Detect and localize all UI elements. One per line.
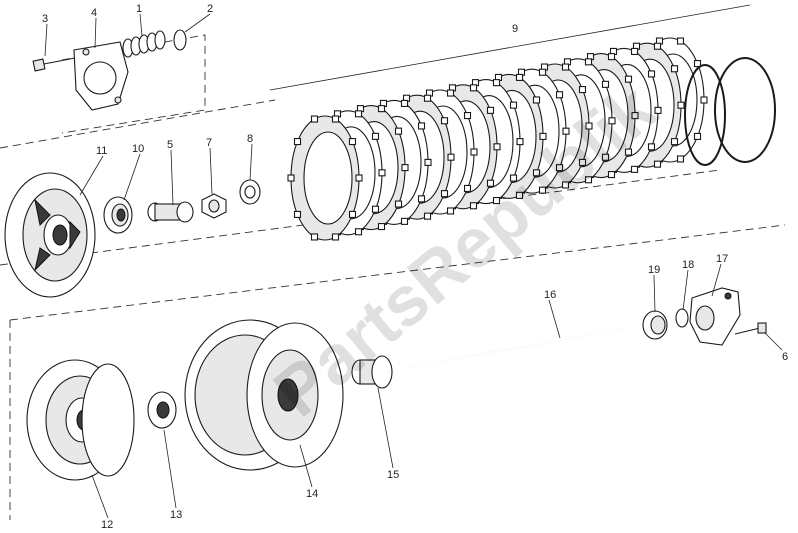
wire-ring	[684, 64, 726, 166]
callout-7: 7	[206, 137, 212, 149]
callout-15: 15	[387, 469, 399, 481]
bushing-part-15	[351, 355, 393, 389]
bolt-part-3	[32, 56, 81, 72]
callout-labels: 1 2 3 4 5 7 8 9 10 11 12 13 14 15 16 17 …	[42, 3, 788, 531]
slave-cylinder-part-17	[689, 287, 741, 346]
callout-5: 5	[167, 139, 173, 151]
washer-part-8	[239, 179, 261, 205]
leader-lines	[44, 13, 783, 519]
callout-18: 18	[682, 259, 694, 271]
wire-ring	[714, 57, 776, 163]
dashed-frames	[0, 34, 786, 520]
clutch-basket-part-14	[184, 319, 344, 471]
cover-plate-part-4	[73, 41, 129, 111]
callout-11: 11	[96, 145, 107, 157]
callout-4: 4	[91, 7, 97, 19]
screw-part-6	[734, 322, 767, 335]
callout-16: 16	[544, 289, 556, 301]
spring-part-1	[122, 30, 166, 58]
callout-2: 2	[207, 3, 213, 15]
part-9-bracket	[269, 4, 751, 91]
callout-6: 6	[782, 351, 788, 363]
o-ring-part-18	[675, 308, 689, 328]
bearing-part-10	[103, 196, 133, 234]
callout-14: 14	[306, 488, 318, 500]
clutch-hub-part-12	[26, 359, 135, 481]
pressure-plate-part-11	[4, 172, 96, 298]
callout-19: 19	[648, 264, 660, 276]
callout-3: 3	[42, 13, 48, 25]
push-rod-part-16	[404, 327, 629, 369]
nut-part-7	[201, 193, 227, 219]
callout-8: 8	[247, 133, 253, 145]
clutch-disc-pack-part-9	[287, 37, 776, 241]
callout-13: 13	[170, 509, 182, 521]
push-piece-part-5	[147, 201, 194, 223]
callout-17: 17	[716, 253, 728, 265]
callout-1: 1	[136, 3, 142, 15]
snap-ring-part-2	[173, 29, 187, 51]
thrust-washer-part-13	[147, 391, 177, 429]
callout-10: 10	[132, 143, 144, 155]
clutch-disc	[287, 115, 363, 241]
callout-9: 9	[512, 23, 518, 35]
callout-12: 12	[101, 519, 113, 531]
piston-part-19	[642, 310, 668, 340]
